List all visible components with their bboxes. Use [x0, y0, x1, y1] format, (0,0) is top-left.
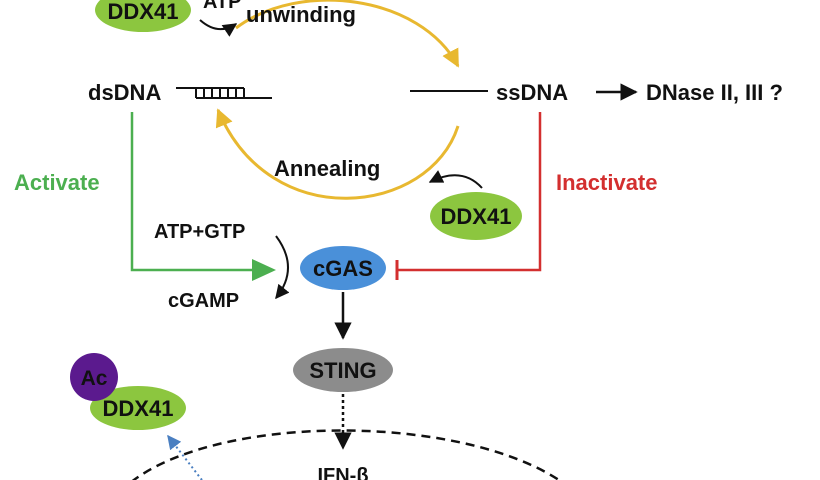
acetyl-node — [70, 353, 118, 401]
cgamp-label: cGAMP — [168, 290, 239, 312]
ddx41-right-node — [430, 192, 522, 240]
nucleus-boundary — [131, 429, 562, 480]
dsdna-glyph — [176, 87, 272, 99]
sting-label: STING — [309, 358, 376, 383]
cgas-label: cGAS — [313, 256, 373, 281]
activate-connector — [130, 112, 260, 272]
unwinding-arc — [235, 0, 460, 68]
ifn-beta-label: IFN-β — [317, 465, 368, 480]
ddx41-top-arrow — [199, 19, 238, 37]
cgas-node — [300, 246, 386, 290]
annealing-label: Annealing — [274, 156, 380, 181]
ddx41-right-arrow — [428, 170, 483, 189]
dnase-label: DNase II, III ? — [646, 80, 783, 105]
ddx41-export-dotted-arrow — [167, 434, 204, 480]
ssdna-label: ssDNA — [496, 80, 568, 105]
atp-label: ATP — [203, 0, 242, 13]
inactivate-label: Inactivate — [556, 170, 658, 195]
ddx41-top-label: DDX41 — [108, 0, 179, 24]
activate-arrowhead — [252, 259, 276, 281]
ddx41-bottom-node — [90, 386, 186, 430]
atp-gtp-label: ATP+GTP — [154, 221, 245, 243]
unwinding-label: unwinding — [246, 2, 356, 27]
ddx41-top-node — [95, 0, 191, 32]
acetyl-label: Ac — [81, 367, 108, 390]
activate-label: Activate — [14, 170, 100, 195]
ddx41-bottom-label: DDX41 — [103, 396, 174, 421]
annealing-arc — [215, 108, 460, 200]
ddx41-right-label: DDX41 — [441, 204, 512, 229]
inactivate-connector — [398, 112, 542, 272]
dsdna-label: dsDNA — [88, 80, 161, 105]
atp-gtp-to-cgamp-arrow — [275, 235, 290, 300]
sting-node — [293, 348, 393, 392]
